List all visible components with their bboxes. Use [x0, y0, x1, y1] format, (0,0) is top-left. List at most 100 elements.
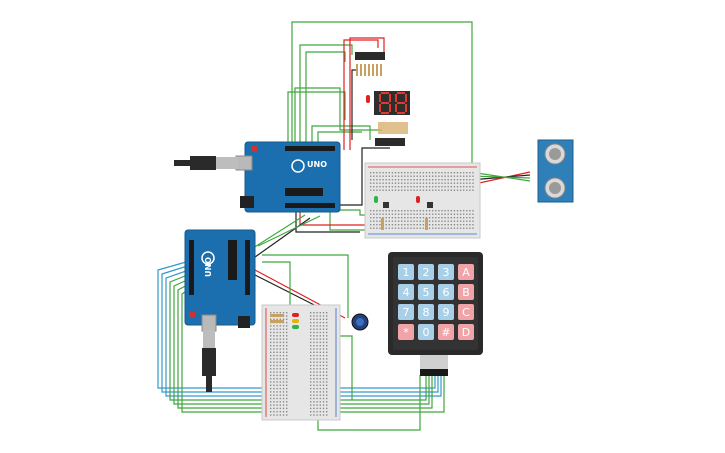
breadboard-hole — [453, 189, 456, 191]
breadboard-hole — [313, 394, 315, 396]
breadboard-hole — [282, 335, 285, 337]
breadboard-hole — [459, 227, 462, 229]
seven-seg-segment — [397, 112, 405, 114]
breadboard-hole — [270, 381, 272, 383]
arduino-bottom-reset-button[interactable] — [189, 312, 195, 318]
breadboard-hole — [404, 210, 406, 212]
breadboard-hole — [469, 220, 471, 222]
breadboard-hole — [273, 374, 275, 377]
breadboard-hole — [463, 210, 465, 212]
keypad-key-4[interactable]: 4 — [398, 284, 414, 300]
button-upper-1[interactable] — [383, 202, 389, 208]
arduino-top-reset-button[interactable] — [251, 146, 257, 152]
breadboard-hole — [273, 391, 275, 393]
keypad-key-C[interactable]: C — [458, 304, 474, 320]
breadboard-hole — [410, 179, 412, 181]
wire-green-arduino-link — [249, 214, 306, 251]
breadboard-hole — [282, 318, 285, 320]
keypad-key-B[interactable]: B — [458, 284, 474, 300]
breadboard-hole — [276, 318, 278, 320]
breadboard-hole — [270, 331, 272, 334]
keypad-key-1[interactable]: 1 — [398, 264, 414, 280]
breadboard-hole — [282, 361, 285, 363]
breadboard-hole — [447, 182, 449, 184]
breadboard-hole — [459, 179, 462, 181]
breadboard-hole — [441, 220, 443, 222]
breadboard-hole — [376, 220, 378, 222]
arduino-bottom-header-left — [189, 240, 194, 295]
breadboard-hole — [388, 227, 390, 229]
arduino-uno-top[interactable]: UNO — [235, 141, 341, 213]
breadboard-hole — [370, 217, 372, 219]
breadboard-hole — [310, 401, 312, 403]
breadboard-hole — [447, 224, 449, 226]
breadboard-hole — [407, 189, 409, 191]
resistor-upper-1 — [381, 218, 384, 230]
keypad-key-face — [398, 324, 414, 340]
breadboard-hole — [282, 387, 285, 390]
breadboard-hole — [279, 378, 281, 380]
breadboard-hole — [273, 404, 275, 406]
button-upper-2[interactable] — [427, 202, 433, 208]
breadboard-hole — [316, 321, 318, 324]
breadboard-hole — [322, 391, 325, 393]
breadboard-hole — [413, 179, 415, 181]
breadboard-hole — [385, 175, 387, 177]
breadboard-hole — [282, 371, 285, 373]
breadboard-hole — [282, 414, 285, 416]
breadboard-hole — [456, 217, 459, 219]
breadboard-hole — [419, 227, 421, 229]
breadboard-hole — [322, 315, 325, 317]
breadboard-hole — [435, 213, 437, 215]
arduino-uno-bottom[interactable]: UNO — [184, 229, 256, 332]
breadboard-hole — [385, 210, 387, 212]
breadboard-hole — [286, 318, 288, 320]
breadboard-hole — [310, 378, 312, 380]
breadboard-hole — [472, 220, 474, 222]
breadboard-hole — [450, 227, 452, 229]
breadboard-hole — [432, 179, 434, 181]
breadboard-hole — [286, 331, 288, 334]
breadboard-hole — [428, 213, 431, 215]
breadboard-hole — [450, 224, 452, 226]
keypad-key-D[interactable]: D — [458, 324, 474, 340]
wire-blue-bus-2 — [161, 261, 439, 393]
breadboard-hole — [273, 351, 275, 353]
keypad-key-A[interactable]: A — [458, 264, 474, 280]
breadboard-hole — [447, 172, 449, 174]
breadboard-hole — [463, 213, 465, 215]
breadboard-hole — [394, 182, 397, 184]
breadboard-hole — [425, 182, 428, 184]
led-green-upper — [374, 196, 378, 203]
keypad-key-hash[interactable]: # — [438, 324, 454, 340]
keypad-key-0[interactable]: 0 — [418, 324, 434, 340]
breadboard-hole — [463, 217, 465, 219]
wire-black-right-bb — [295, 212, 360, 233]
breadboard-hole — [276, 371, 278, 373]
breadboard-hole — [326, 351, 328, 353]
breadboard-hole — [313, 387, 315, 390]
breadboard-hole — [316, 364, 318, 367]
keypad-key-star[interactable]: * — [398, 324, 414, 340]
breadboard-hole — [466, 186, 468, 188]
breadboard-hole — [447, 186, 449, 188]
keypad-key-9[interactable]: 9 — [438, 304, 454, 320]
breadboard-hole — [273, 394, 275, 396]
seven-seg-segment — [381, 102, 389, 104]
breadboard-hole — [310, 364, 312, 367]
wire-green-bus-2 — [173, 273, 430, 405]
keypad-key-3[interactable]: 3 — [438, 264, 454, 280]
keypad-key-8[interactable]: 8 — [418, 304, 434, 320]
breadboard-hole — [438, 227, 440, 229]
keypad-key-7[interactable]: 7 — [398, 304, 414, 320]
breadboard-hole — [370, 172, 372, 174]
keypad-key-6[interactable]: 6 — [438, 284, 454, 300]
potentiometer[interactable] — [351, 313, 369, 331]
breadboard-hole — [286, 354, 288, 357]
wire-green-right-loop — [340, 335, 353, 400]
breadboard-hole — [273, 407, 275, 410]
breadboard-hole — [391, 227, 394, 229]
breadboard-hole — [270, 371, 272, 373]
keypad-key-5[interactable]: 5 — [418, 284, 434, 300]
keypad-key-2[interactable]: 2 — [418, 264, 434, 280]
